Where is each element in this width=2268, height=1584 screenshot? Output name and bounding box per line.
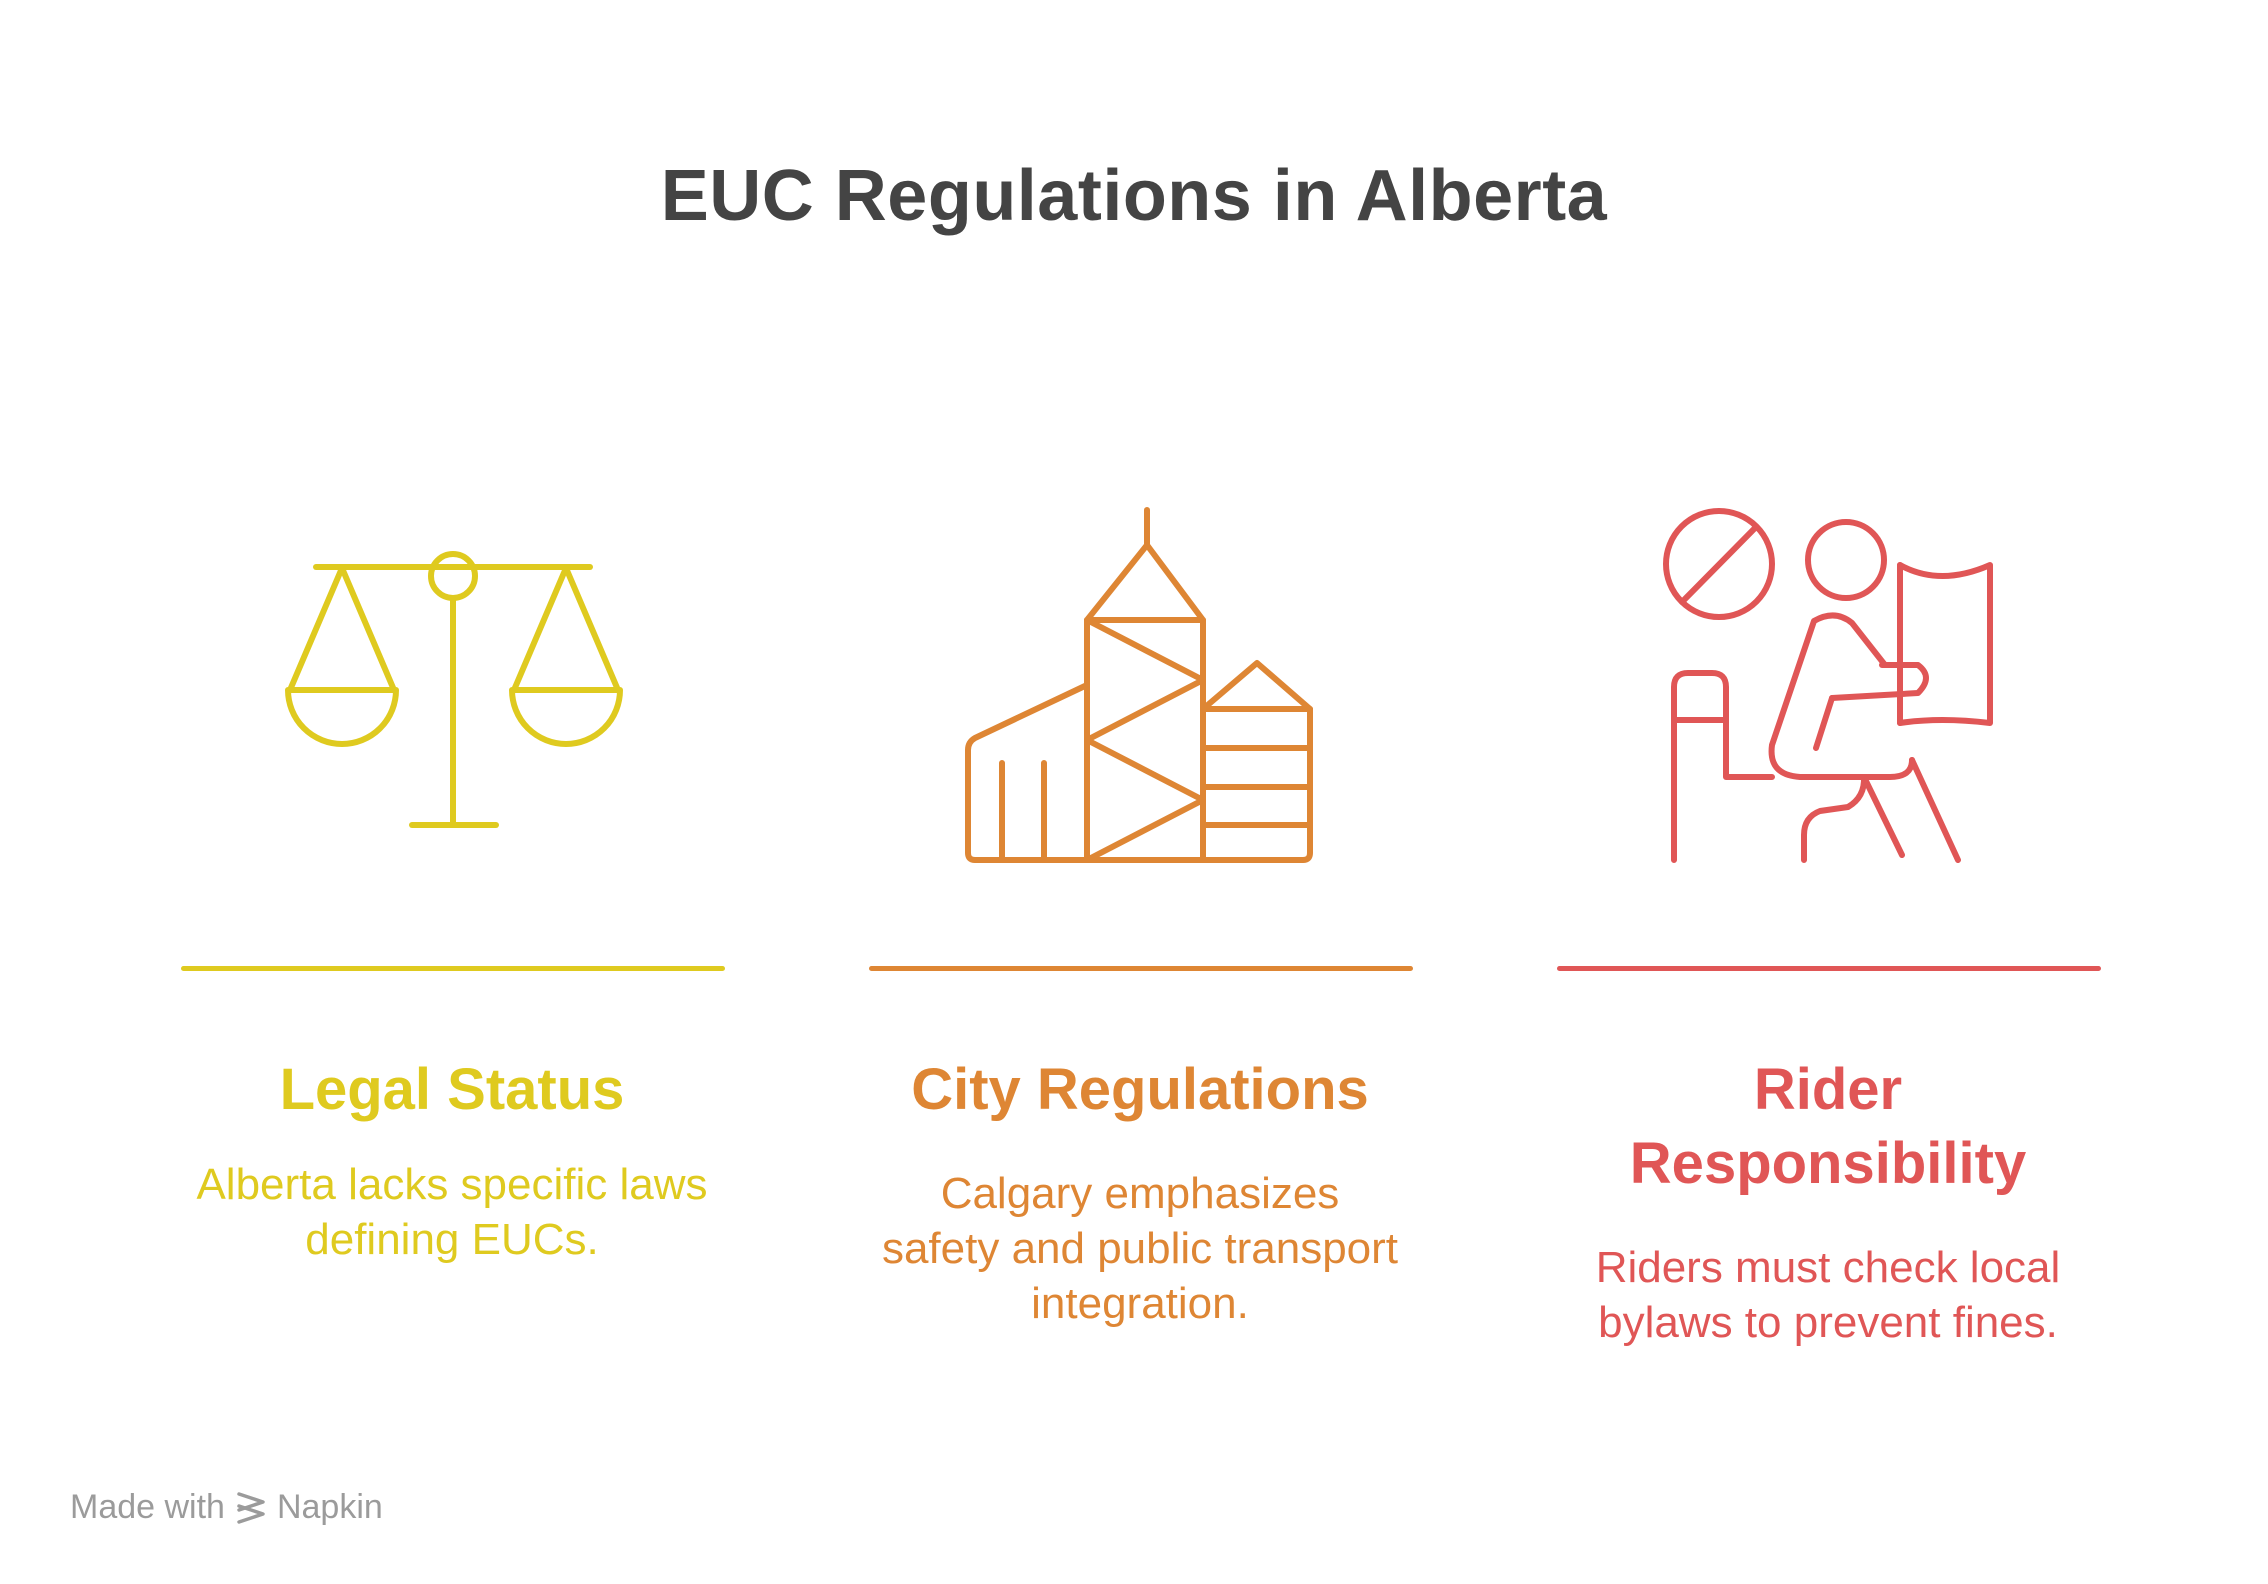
made-with-label: Made with <box>70 1488 225 1526</box>
page-title: EUC Regulations in Alberta <box>660 156 1608 236</box>
city-regulations-divider <box>869 966 1413 971</box>
rider-responsibility-divider <box>1557 966 2101 971</box>
napkin-credit: Made with Napkin <box>70 1488 383 1527</box>
napkin-brand-label: Napkin <box>276 1488 383 1526</box>
rider-responsibility-heading: Rider Responsibility <box>1629 1057 2027 1196</box>
legal-status-divider <box>181 966 725 971</box>
rider-responsibility-description: Riders must check local bylaws to preven… <box>1595 1243 2061 1347</box>
city-buildings-icon <box>965 507 1313 863</box>
legal-status-heading: Legal Status <box>279 1057 625 1122</box>
city-regulations-description: Calgary emphasizes safety and public tra… <box>881 1169 1399 1328</box>
city-regulations-heading: City Regulations <box>911 1057 1369 1122</box>
napkin-logo-icon <box>237 1491 265 1524</box>
legal-status-description: Alberta lacks specific laws defining EUC… <box>196 1160 708 1264</box>
balance-scale-icon <box>285 551 623 828</box>
rider-reading-prohibited-icon <box>1663 508 1993 863</box>
